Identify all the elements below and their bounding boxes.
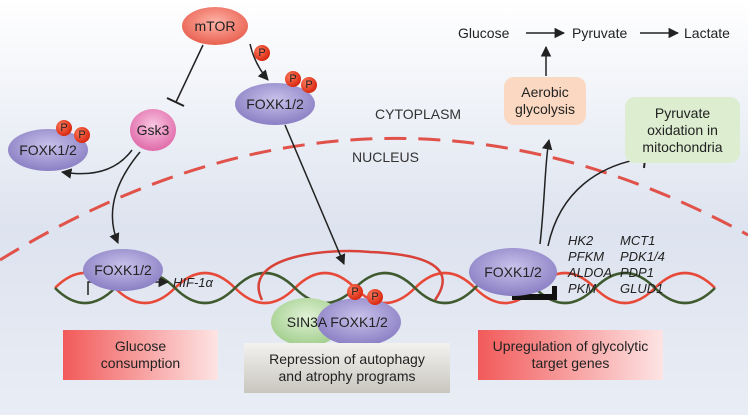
- arrow-gsk3-to-foxk-left: [60, 149, 133, 179]
- arrow-gsk3-to-foxk-nucleus: [109, 151, 141, 244]
- lactate-label: Lactate: [684, 25, 730, 41]
- arrow-foxk-to-sin3a: [284, 124, 346, 265]
- pyruvate-oxidation-box: Pyruvate oxidation in mitochondria: [625, 97, 740, 163]
- glucose-consumption-box-bg: [63, 330, 218, 380]
- gene-glud1: GLUD1: [620, 281, 664, 296]
- gene-hk2: HK2: [568, 233, 594, 248]
- aerobic-line1: Aerobic: [521, 84, 569, 100]
- repression-line2: and atrophy programs: [278, 368, 416, 384]
- phospho-icon: P: [285, 71, 301, 87]
- pyruvate-ox-box-bg: [625, 97, 740, 163]
- gene-pfkm: PFKM: [568, 249, 605, 264]
- aerobic-line2: glycolysis: [515, 101, 575, 117]
- upregulation-line2: target genes: [531, 355, 610, 371]
- pyruvate-ox-line2: oxidation in: [647, 121, 718, 138]
- upregulation-box: Upregulation of glycolytic target genes: [478, 330, 663, 380]
- gene-pdp1: PDP1: [620, 265, 654, 280]
- phospho-icon: P: [367, 289, 383, 305]
- glucose-consumption-line1: Glucose: [114, 338, 167, 354]
- gene-column-1: HK2 PFKM ALDOA PKM: [568, 233, 612, 297]
- mtor-node: [182, 7, 248, 45]
- repression-box-bg: [244, 343, 450, 393]
- glucose-label: Glucose: [458, 25, 510, 41]
- cytoplasm-label: CYTOPLASM: [375, 106, 462, 122]
- gene-aldoa: ALDOA: [568, 265, 613, 280]
- phospho-icon: P: [56, 120, 72, 136]
- promoter-bar: [512, 294, 556, 300]
- phospho-icon: P: [347, 284, 363, 300]
- gsk3-label: Gsk3: [136, 122, 170, 138]
- foxk-nucleus-node: [83, 249, 163, 291]
- gene-pkm: PKM: [568, 281, 597, 296]
- foxk-top-label: FOXK1/2: [246, 96, 304, 112]
- foxk-right-node: [469, 248, 557, 296]
- gene-mct1: MCT1: [620, 233, 656, 248]
- gene-pdk14: PDK1/4: [620, 249, 665, 264]
- repression-line1: Repression of autophagy: [269, 351, 425, 367]
- glucose-consumption-line2: consumption: [100, 355, 181, 371]
- upregulation-line1: Upregulation of glycolytic: [492, 338, 649, 354]
- aerobic-box-bg: [504, 77, 586, 125]
- gene-column-2: MCT1 PDK1/4 PDP1 GLUD1: [620, 233, 665, 297]
- dna-strand-red: [54, 271, 716, 305]
- upregulation-box-bg: [478, 330, 663, 380]
- inhibition-mtor-gsk3: [175, 44, 204, 103]
- nuclear-membrane: [0, 136, 748, 262]
- foxk-sin3a-label: FOXK1/2: [330, 314, 388, 330]
- foxk-sin3a-node: [317, 298, 401, 346]
- phospho-icon: P: [301, 77, 317, 93]
- foxk-nucleus-label: FOXK1/2: [94, 262, 152, 278]
- nucleus-label: NUCLEUS: [352, 149, 419, 165]
- foxk-top-node: [235, 83, 315, 125]
- sin3a-label: SIN3A: [286, 314, 328, 330]
- gsk3-node: [130, 109, 176, 151]
- foxk-left-node: [8, 129, 88, 171]
- dna-strand-green: [54, 271, 716, 305]
- chromatin-loop: [257, 249, 444, 301]
- phospho-icon: P: [254, 45, 270, 61]
- hif-gene-label: HIF-1α: [173, 275, 213, 290]
- promoter-tick: [552, 286, 557, 300]
- pyruvate-ox-line3: mitochondria: [642, 138, 723, 155]
- foxk-left-label: FOXK1/2: [19, 142, 77, 158]
- arrow-foxk-to-aerobic: [539, 138, 553, 245]
- pyruvate-ox-line1: Pyruvate: [654, 104, 711, 121]
- mtor-label: mTOR: [194, 18, 236, 34]
- pyruvate-label: Pyruvate: [572, 25, 628, 41]
- foxk-right-label: FOXK1/2: [484, 264, 542, 280]
- glucose-consumption-box: Glucose consumption: [63, 330, 218, 380]
- inhibition-bar: [166, 97, 185, 107]
- repression-box: Repression of autophagy and atrophy prog…: [244, 343, 450, 393]
- aerobic-glycolysis-box: Aerobic glycolysis: [504, 77, 586, 125]
- phospho-icon: P: [74, 127, 90, 143]
- arrow-mtor-to-foxk: [249, 43, 269, 81]
